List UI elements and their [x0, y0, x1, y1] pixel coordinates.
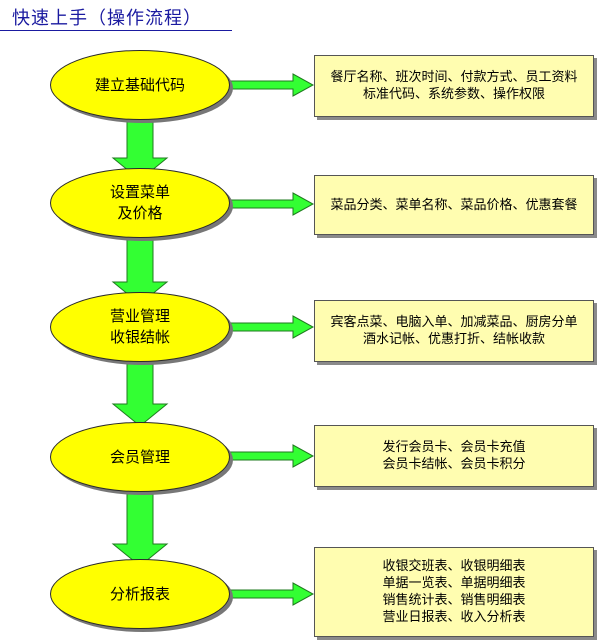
detail-line: 营业日报表、收入分析表 — [382, 610, 526, 625]
right-arrow-1 — [229, 73, 315, 97]
down-arrow-4 — [111, 489, 169, 567]
step-node-reports: 分析报表 — [50, 559, 230, 629]
step-details-build-codes: 餐厅名称、班次时间、付款方式、员工资料 标准代码、系统参数、操作权限 — [314, 55, 594, 117]
step-node-menu-pricing: 设置菜单 及价格 — [50, 168, 230, 238]
right-arrow-4 — [229, 444, 315, 468]
step-details-reports: 收银交班表、收银明细表 单据一览表、单据明细表 销售统计表、销售明细表 营业日报… — [314, 547, 594, 637]
step-details-menu-pricing: 菜品分类、菜单名称、菜品价格、优惠套餐 — [314, 175, 594, 235]
detail-line: 标准代码、系统参数、操作权限 — [362, 87, 545, 102]
detail-line: 单据一览表、单据明细表 — [382, 576, 526, 591]
right-arrow-2 — [229, 192, 315, 216]
page-title: 快速上手（操作流程） — [12, 8, 202, 29]
detail-line: 发行会员卡、会员卡充值 — [382, 440, 526, 455]
step-node-membership: 会员管理 — [50, 422, 230, 492]
detail-line: 酒水记帐、优惠打折、结帐收款 — [362, 332, 545, 347]
detail-line: 餐厅名称、班次时间、付款方式、员工资料 — [330, 70, 578, 85]
step-details-business-checkout: 宾客点菜、电脑入单、加减菜品、厨房分单 酒水记帐、优惠打折、结帐收款 — [314, 300, 594, 362]
right-arrow-5 — [229, 582, 315, 606]
right-arrow-3 — [229, 315, 315, 339]
detail-line: 会员卡结帐、会员卡积分 — [382, 457, 526, 472]
down-arrow-3 — [111, 357, 169, 427]
step-details-membership: 发行会员卡、会员卡充值 会员卡结帐、会员卡积分 — [314, 425, 594, 487]
detail-line: 收银交班表、收银明细表 — [382, 559, 526, 574]
detail-line: 销售统计表、销售明细表 — [382, 593, 526, 608]
title-underline — [0, 30, 232, 31]
detail-line: 宾客点菜、电脑入单、加减菜品、厨房分单 — [330, 315, 578, 330]
step-node-business-checkout: 营业管理 收银结帐 — [50, 292, 230, 362]
step-node-build-codes: 建立基础代码 — [50, 50, 230, 120]
detail-line: 菜品分类、菜单名称、菜品价格、优惠套餐 — [330, 197, 578, 213]
